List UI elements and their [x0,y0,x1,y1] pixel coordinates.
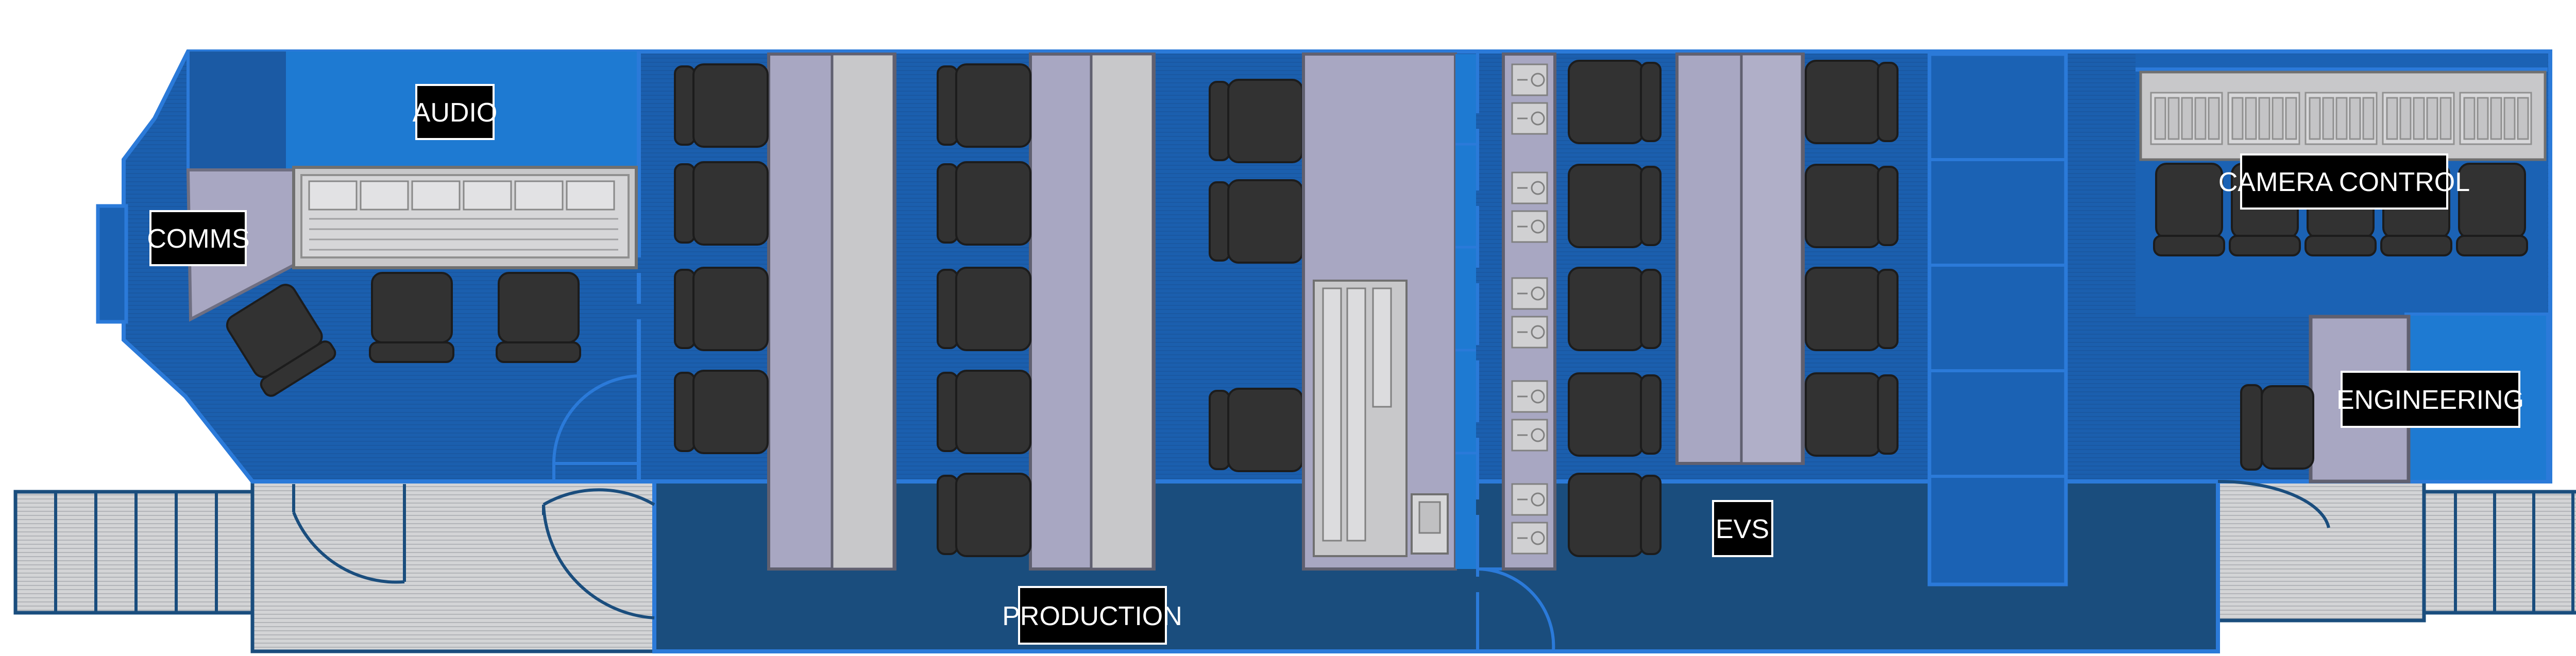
chair [2153,163,2225,256]
right-stairs [2414,490,2576,615]
monitor-unit [1511,419,1548,452]
monitor-unit [1511,102,1548,135]
chair [1209,179,1303,264]
monitor-unit [1511,63,1548,96]
chair [937,370,1031,454]
zone-label-engineering: ENGINEERING [2336,371,2524,428]
chair [1805,60,1899,144]
ccu-panel [2304,92,2378,145]
left-deck-doors [292,484,655,619]
monitor-unit [1511,210,1548,243]
chair [1805,267,1899,351]
audio-chairs [226,272,581,397]
chair [1568,60,1662,144]
zone-label-camera-control: CAMERA CONTROL [2218,153,2470,210]
audio-console [292,166,638,269]
chair [937,161,1031,246]
chair [2456,163,2528,256]
engineering-label: ENGINEERING [2336,385,2524,415]
monitor-unit [1511,522,1548,555]
evs-label: EVS [1716,514,1769,544]
chair [674,161,769,246]
chair [1568,164,1662,248]
ccu-panel [2227,92,2300,145]
zone-label-production: PRODUCTION [1002,586,1182,645]
chair [1568,473,1662,557]
chair [496,272,581,363]
audio-label: AUDIO [413,98,498,128]
chair [674,267,769,351]
chair [937,63,1031,148]
comms-label: COMMS [147,224,249,254]
chair [1568,372,1662,457]
chair [674,63,769,148]
zone-label-evs: EVS [1712,500,1773,557]
production-chairs [674,63,1303,557]
equipment-rack [1302,53,1457,571]
chair [1209,79,1303,163]
center-corridor [1455,51,1555,652]
camera-control-label: CAMERA CONTROL [2218,167,2470,197]
monitor-unit [1511,380,1548,413]
monitor-unit [1511,483,1548,516]
zone-label-comms: COMMS [147,210,250,266]
chair [937,473,1031,557]
production-desks [767,53,1156,571]
monitor-unit [1511,316,1548,349]
chair [1805,372,1899,457]
chair [1209,388,1303,472]
right-deck [2216,479,2426,623]
left-stairs [13,490,260,615]
left-deck [250,479,656,653]
chair [1568,267,1662,351]
ccu-panel [2150,92,2223,145]
monitor-unit [1511,171,1548,204]
chair [1805,164,1899,248]
ccu-panel [2382,92,2455,145]
chair [369,272,454,363]
production-label: PRODUCTION [1002,601,1182,631]
chair [226,284,336,397]
evs-desk [1675,53,1805,465]
zone-label-audio: AUDIO [413,84,498,140]
chair [937,267,1031,351]
chair [674,370,769,454]
ccu-panel [2459,92,2532,145]
evs-monitor-column [1502,53,1556,571]
evs-chairs [1568,60,1899,557]
storage-column [1927,52,2068,586]
monitor-unit [1511,277,1548,310]
